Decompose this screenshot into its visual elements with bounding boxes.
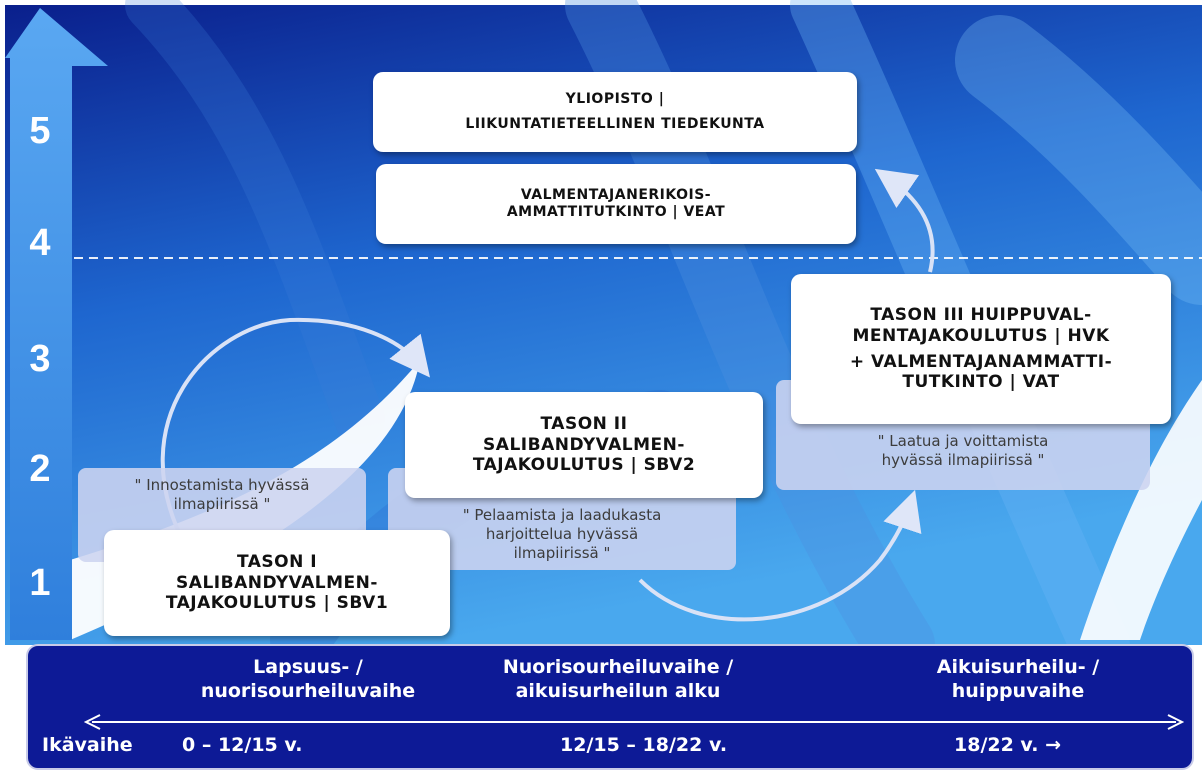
phase-youth: Nuorisourheiluvaihe / aikuisurheilun alk… — [468, 656, 768, 704]
card-line: SALIBANDYVALMEN- — [176, 572, 378, 593]
card-level2-sbv2: TASON II SALIBANDYVALMEN- TAJAKOULUTUS |… — [405, 392, 763, 498]
phase-line: nuorisourheiluvaihe — [200, 679, 416, 702]
quote-line: " Pelaamista ja laadukasta — [462, 506, 662, 524]
card-line: TASON III HUIPPUVAL- — [870, 305, 1092, 326]
arrow-level1-to-level2 — [160, 317, 431, 546]
quote-line: ilmapiirissä " — [173, 494, 271, 513]
phase-childhood: Lapsuus- / nuorisourheiluvaihe — [178, 656, 438, 704]
age-range-2: 12/15 – 18/22 v. — [560, 734, 728, 756]
card-line: MENTAJAKOULUTUS | HVK — [852, 325, 1110, 346]
level-number-1: 1 — [29, 562, 51, 604]
age-range-3: 18/22 v. → — [954, 734, 1062, 756]
phase-line: aikuisurheilun alku — [515, 679, 721, 702]
quote-line: " Innostamista hyvässä — [134, 476, 310, 494]
level-number-5: 5 — [29, 110, 51, 152]
age-label: Ikävaihe — [42, 734, 133, 756]
arrow-level2-to-level3 — [638, 489, 922, 622]
quote-line: hyvässä ilmapiirissä " — [881, 450, 1045, 469]
quote-line: ilmapiirissä " — [513, 543, 611, 562]
phase-adult: Aikuisurheilu- / huippuvaihe — [918, 656, 1118, 704]
white-swoosh-right — [1080, 380, 1202, 640]
card-level1-sbv1: TASON I SALIBANDYVALMEN- TAJAKOULUTUS | … — [104, 530, 450, 636]
arrow-level3-to-level4 — [874, 168, 935, 273]
card-line: AMMATTITUTKINTO | VEAT — [506, 204, 726, 220]
card-line: TUTKINTO | VAT — [902, 372, 1060, 393]
card-line: TASON I — [236, 552, 318, 573]
level-number-2: 2 — [29, 448, 51, 490]
card-line: SALIBANDYVALMEN- — [483, 434, 685, 455]
card-line: TASON II — [540, 414, 628, 435]
quote-line: harjoittelua hyvässä — [485, 524, 639, 543]
card-line: + VALMENTAJANAMMATTI- — [849, 352, 1113, 372]
quote-line: " Laatua ja voittamista — [877, 432, 1049, 450]
card-level3-hvk-vat: TASON III HUIPPUVAL- MENTAJAKOULUTUS | H… — [791, 274, 1171, 424]
phase-line: Aikuisurheilu- / — [936, 656, 1100, 678]
level-axis-arrow — [5, 8, 108, 640]
level-number-4: 4 — [29, 222, 51, 264]
timeline-double-arrow — [84, 714, 1184, 730]
phase-timeline-band: Lapsuus- / nuorisourheiluvaihe Nuorisour… — [26, 644, 1194, 770]
phase-line: Lapsuus- / — [253, 656, 363, 678]
phase-line: huippuvaihe — [951, 679, 1085, 702]
card-line: TAJAKOULUTUS | SBV2 — [472, 455, 696, 476]
card-university: YLIOPISTO | LIIKUNTATIETEELLINEN TIEDEKU… — [373, 72, 857, 152]
card-line: YLIOPISTO | — [565, 91, 665, 108]
phase-line: Nuorisourheiluvaihe / — [502, 656, 734, 678]
card-line: LIIKUNTATIETEELLINEN TIEDEKUNTA — [465, 116, 765, 132]
level-number-3: 3 — [29, 338, 51, 380]
age-range-1: 0 – 12/15 v. — [182, 734, 303, 756]
card-line: VALMENTAJANERIKOIS- — [520, 187, 712, 204]
card-veat: VALMENTAJANERIKOIS- AMMATTITUTKINTO | VE… — [376, 164, 856, 244]
card-line: TAJAKOULUTUS | SBV1 — [165, 593, 389, 614]
